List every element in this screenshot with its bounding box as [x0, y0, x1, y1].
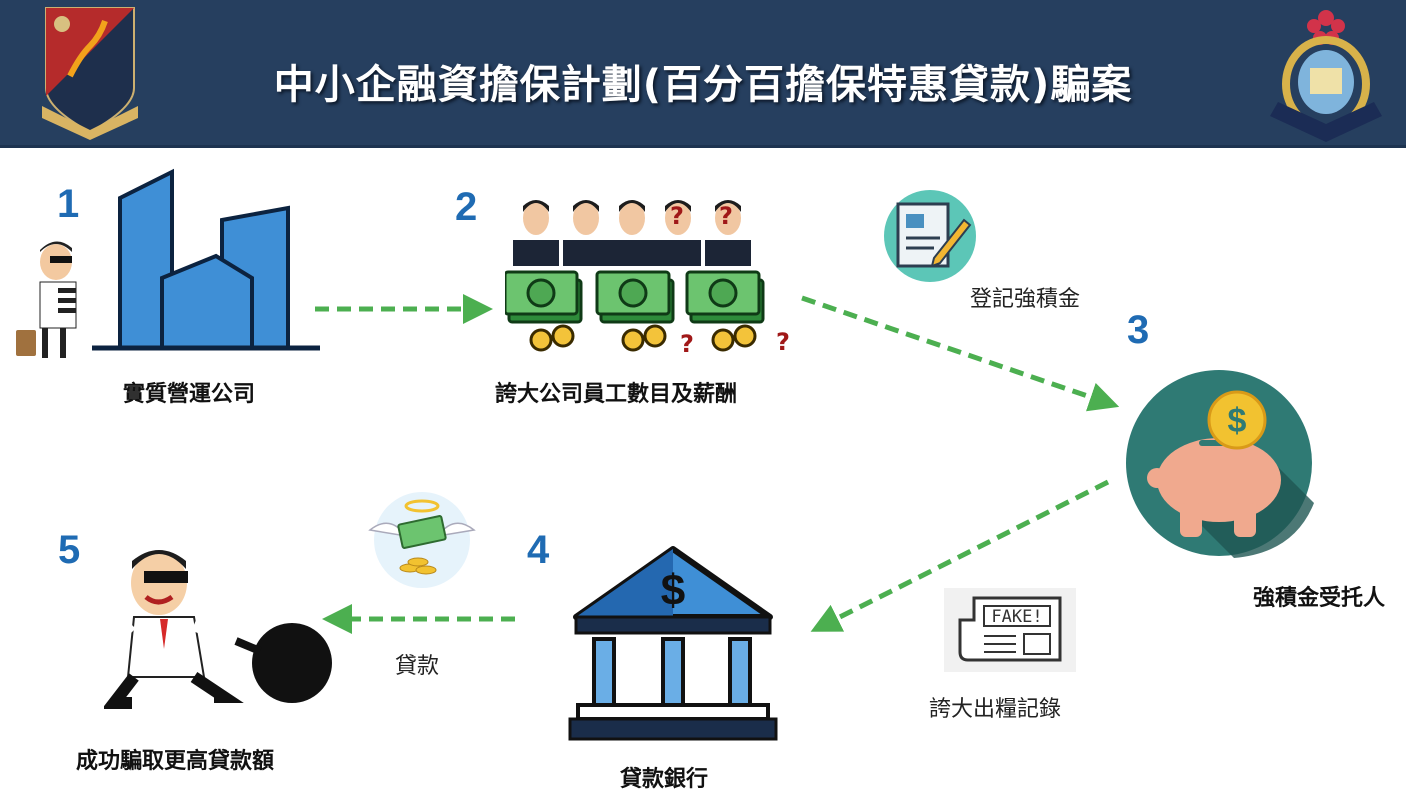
header-banner: 中小企融資擔保計劃(百分百擔保特惠貸款)騙案	[0, 0, 1406, 148]
commercial-crime-bureau-crest-icon	[42, 7, 138, 140]
question-mark: ?	[776, 328, 790, 356]
step-label-3: 強積金受托人	[1253, 586, 1386, 611]
question-mark: ?	[670, 202, 684, 230]
annotation-loan: 貸款	[395, 654, 440, 679]
question-mark: ?	[719, 202, 733, 230]
step-label-5: 成功騙取更高貸款額	[76, 749, 275, 774]
step-number-3: 3	[1127, 308, 1150, 352]
annotation-fake-payroll: 誇大出糧記錄	[929, 697, 1062, 722]
step-number-5: 5	[58, 528, 81, 572]
step-label-1: 實質營運公司	[123, 382, 256, 407]
step-label-2: 誇大公司員工數目及薪酬	[495, 382, 738, 407]
office-buildings-icon	[92, 168, 320, 351]
flying-money-icon	[368, 492, 476, 588]
arrow-2-to-3	[801, 295, 1120, 412]
question-mark: ?	[680, 330, 694, 358]
bank-building-icon: $	[568, 546, 778, 741]
piggy-bank-icon: $	[1126, 370, 1314, 558]
cash-bundles-icon	[505, 270, 765, 352]
step-number-2: 2	[455, 185, 478, 229]
svg-text:$: $	[1228, 402, 1247, 440]
businessman-thief-icon	[16, 241, 77, 358]
step-number-1: 1	[57, 182, 80, 226]
fake-badge: FAKE!	[991, 607, 1042, 627]
hong-kong-police-emblem-icon	[1270, 10, 1382, 142]
page-title: 中小企融資擔保計劃(百分百擔保特惠貸款)騙案	[273, 62, 1133, 108]
arrow-3-to-4	[810, 479, 1110, 632]
fake-newspaper-icon: FAKE!	[944, 588, 1076, 672]
employees-group-icon	[513, 200, 751, 266]
step-label-4: 貸款銀行	[620, 767, 709, 792]
running-thief-with-loot-icon	[104, 550, 332, 709]
annotation-register-mpf: 登記強積金	[970, 287, 1081, 312]
dollar-sign: $	[661, 566, 685, 615]
step-number-4: 4	[527, 528, 550, 572]
register-document-icon	[884, 190, 976, 282]
